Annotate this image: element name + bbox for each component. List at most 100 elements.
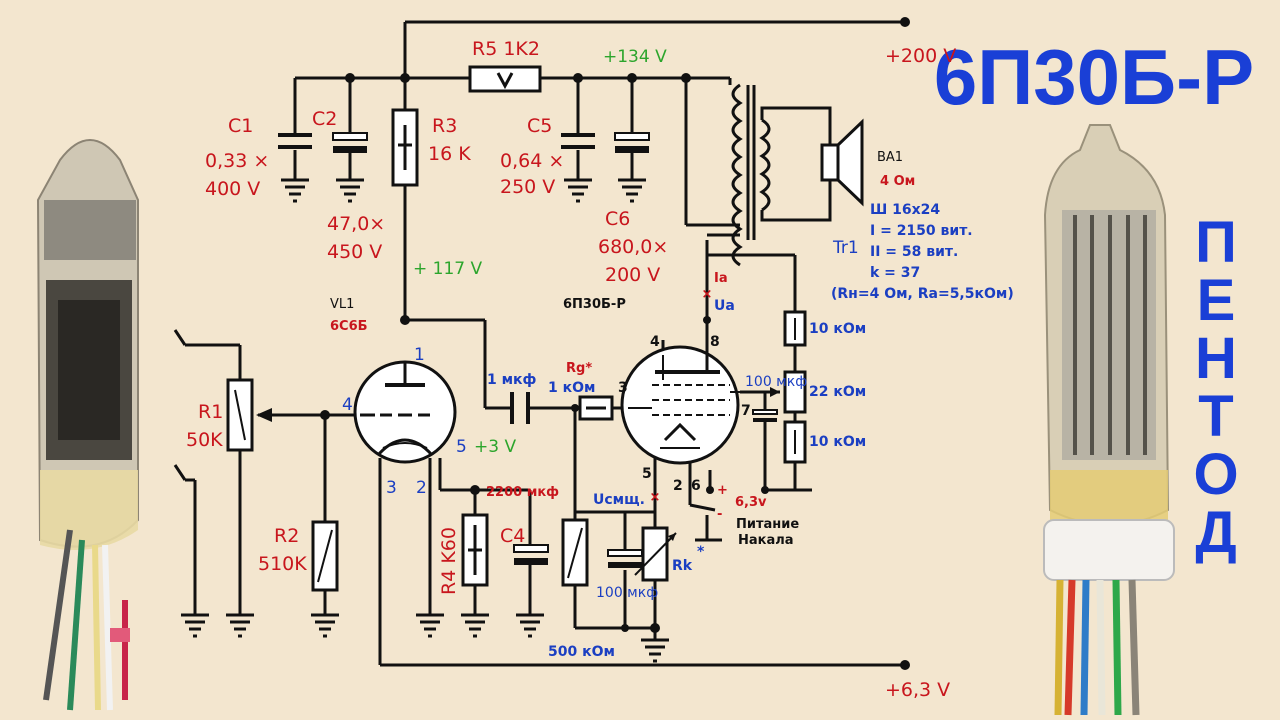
- ba1-value: 4 Ом: [880, 174, 915, 189]
- c1-name: C1: [228, 115, 253, 137]
- r4-label: R4 K60: [438, 527, 460, 595]
- junction-dots: [320, 17, 910, 670]
- resistor-r3: [391, 108, 419, 187]
- capacitor-c6: [614, 132, 650, 153]
- resistor-rk: [634, 526, 677, 582]
- vl1-pin-1: 1: [414, 345, 425, 365]
- speaker-ba1: [820, 118, 864, 207]
- c2-name: C2: [312, 108, 337, 130]
- rail-plus3: +3 V: [474, 437, 516, 457]
- r10k-bottom-label: 10 кОм: [809, 434, 866, 450]
- r5-label: R5 1K2: [472, 38, 540, 60]
- c2-volt: 450 V: [327, 241, 382, 263]
- c1-cap: 0,33 ×: [205, 150, 269, 172]
- side-title: П Е Н Т О Д: [1193, 210, 1238, 565]
- heater-label-2: Накала: [738, 533, 794, 548]
- capacitor-100uf-top: [752, 409, 778, 422]
- transformer-tr1: [686, 83, 832, 267]
- r1-value: 50K: [186, 429, 223, 451]
- ia-label: Ia: [714, 271, 728, 286]
- capacitor-c5: [561, 133, 595, 149]
- heater-minus: -: [717, 507, 722, 522]
- resistor-r4: [461, 513, 489, 587]
- rail-plus63: +6,3 V: [885, 679, 950, 701]
- right-tube-photo: [1043, 124, 1175, 716]
- tr-winding-2: II = 58 вит.: [870, 244, 958, 260]
- side-title-letter-5: О: [1193, 442, 1238, 507]
- t2-pin-6: 6: [691, 478, 701, 494]
- side-title-letter-3: Н: [1195, 326, 1237, 391]
- side-title-letter-1: П: [1195, 210, 1237, 275]
- c1-volt: 400 V: [205, 178, 260, 200]
- measure-markers: × ×: [650, 287, 713, 505]
- main-title: 6П30Б-Р: [934, 33, 1254, 121]
- r1-name: R1: [198, 401, 223, 423]
- vl1-type: 6С6Б: [330, 319, 368, 334]
- c5-cap: 0,64 ×: [500, 150, 564, 172]
- r10k-top-label: 10 кОм: [809, 321, 866, 337]
- rg-value: 1 кОм: [548, 380, 595, 396]
- tube2-label: 6П30Б-Р: [563, 297, 626, 312]
- tr-winding-1: I = 2150 вит.: [870, 223, 973, 239]
- ucm-label: Uсмщ.: [593, 492, 645, 508]
- c6-volt: 200 V: [605, 264, 660, 286]
- r22k-label: 22 кОм: [809, 384, 866, 400]
- svg-text:×: ×: [702, 287, 713, 302]
- tube-6p30b: [620, 340, 740, 465]
- t2-pin-8: 8: [710, 334, 720, 350]
- capacitor-c4: [513, 544, 549, 565]
- t2-pin-7: 7: [741, 403, 751, 419]
- rail-plus200: +200 V: [885, 45, 956, 67]
- tube-vl1: [353, 360, 457, 464]
- potentiometer-22k: [770, 370, 807, 414]
- c6-name: C6: [605, 208, 630, 230]
- t2-pin-3: 3: [618, 380, 628, 396]
- tr-core: Ш 16х24: [870, 202, 940, 218]
- c100-top-label: 100 мкф: [745, 374, 807, 390]
- rail-plus134: +134 V: [603, 47, 667, 67]
- ba1-name: BA1: [877, 150, 903, 165]
- side-title-letter-4: Т: [1198, 384, 1233, 449]
- resistor-rg: [578, 395, 614, 421]
- rail-plus117: + 117 V: [413, 259, 482, 279]
- c4-cap: 2200 мкф: [486, 485, 559, 500]
- heater-voltage: 6,3v: [735, 495, 767, 510]
- r3-value: 16 K: [428, 143, 471, 165]
- ua-label: Ua: [714, 298, 735, 314]
- heater-label-1: Питание: [736, 517, 799, 532]
- heater-plus: +: [717, 483, 728, 498]
- t2-pin-4: 4: [650, 334, 660, 350]
- rk-label: Rk: [672, 558, 693, 574]
- resistor-r5: [468, 65, 542, 93]
- c2-cap: 47,0×: [327, 213, 385, 235]
- tr-ratio: k = 37: [870, 265, 920, 281]
- vl1-pin-3: 3: [386, 478, 397, 498]
- vl1-name: VL1: [330, 297, 354, 312]
- left-tube-photo: [18, 139, 146, 711]
- resistor-500k: [561, 518, 589, 587]
- rg-name: Rg*: [566, 361, 592, 376]
- tr1-name: Tr1: [832, 238, 859, 258]
- coupling-cap-label: 1 мкф: [487, 372, 537, 388]
- coupling-capacitor: [510, 392, 530, 424]
- r3-name: R3: [432, 115, 457, 137]
- resistor-10k-bottom: [783, 420, 807, 464]
- capacitor-c2: [332, 132, 368, 153]
- vl1-pin-5: 5: [456, 437, 467, 457]
- t2-pin-2: 2: [673, 478, 683, 494]
- vl1-pin-2: 2: [416, 478, 427, 498]
- side-title-letter-2: Е: [1197, 268, 1236, 333]
- capacitor-100uf-bottom: [607, 549, 643, 568]
- svg-text:×: ×: [650, 490, 661, 505]
- potentiometer-r1: [226, 378, 325, 452]
- ground-symbols: [181, 178, 669, 663]
- c5-name: C5: [527, 115, 552, 137]
- tr-load: (Rн=4 Ом, Ra=5,5кОм): [831, 286, 1014, 302]
- resistor-r2: [311, 520, 339, 592]
- rk-star: *: [697, 544, 705, 560]
- r2-name: R2: [274, 525, 299, 547]
- c5-volt: 250 V: [500, 176, 555, 198]
- c4-label: C4: [500, 525, 525, 547]
